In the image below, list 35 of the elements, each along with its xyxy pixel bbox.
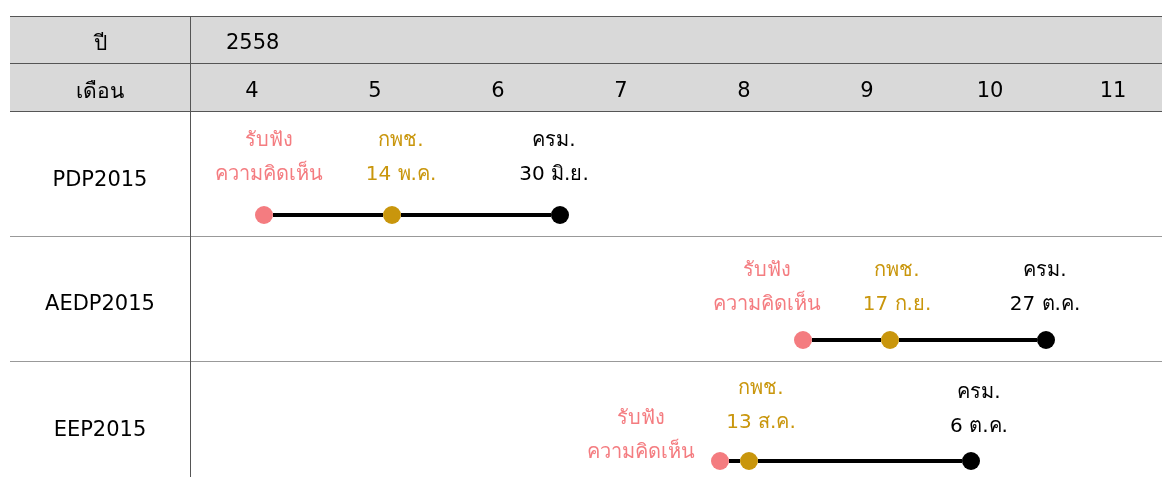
month-number: 10	[976, 78, 1004, 102]
month-number: 4	[245, 78, 259, 102]
milestone-label: รับฟัง ความคิดเห็น	[214, 126, 324, 187]
milestone-label: 30 มิ.ย.	[518, 160, 590, 187]
timeline-line	[899, 338, 1037, 342]
milestone-label: รับฟัง ความคิดเห็น	[586, 404, 696, 465]
milestone-label: 17 ก.ย.	[861, 290, 933, 317]
timeline-line	[758, 459, 962, 463]
header-cell-text: EEP2015	[53, 417, 147, 441]
milestone-label: 27 ต.ค.	[1008, 290, 1082, 317]
milestone-label: 14 พ.ค.	[364, 160, 438, 187]
header-cell-text: ปี	[93, 29, 107, 57]
timeline-line	[273, 213, 383, 217]
milestone-label: 13 ส.ค.	[725, 408, 797, 435]
month-number: 6	[491, 78, 505, 102]
timeline-line	[401, 213, 551, 217]
milestone-label: ครม.	[956, 378, 1002, 405]
milestone-label: รับฟัง ความคิดเห็น	[712, 256, 822, 317]
header-cell-text: เดือน	[76, 77, 124, 105]
milestone-label: ครม.	[1022, 256, 1068, 283]
month-number: 7	[614, 78, 628, 102]
month-number: 8	[737, 78, 751, 102]
header-cell-text: PDP2015	[52, 167, 148, 191]
month-number: 9	[860, 78, 874, 102]
milestone-label: ครม.	[531, 126, 577, 153]
timeline-line	[729, 459, 740, 463]
header-cell-text: AEDP2015	[45, 291, 155, 315]
milestone-label: กพช.	[873, 256, 921, 283]
timeline-line	[812, 338, 881, 342]
milestone-label: กพช.	[377, 126, 425, 153]
header-cell-text: 2558	[226, 30, 280, 54]
month-number: 5	[368, 78, 382, 102]
month-number: 11	[1099, 78, 1127, 102]
milestone-label: 6 ต.ค.	[949, 412, 1009, 439]
milestone-label: กพช.	[737, 374, 785, 401]
